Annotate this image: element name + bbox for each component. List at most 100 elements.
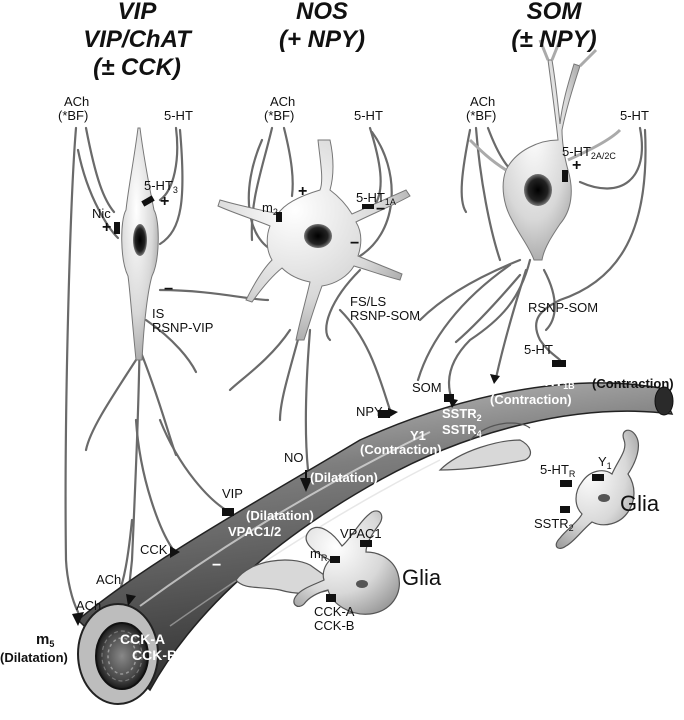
label-sstr2-glia: SSTR2 xyxy=(534,516,574,536)
label-y1-glia-sub: 1 xyxy=(606,461,612,471)
fiber-vip-upper-right xyxy=(144,318,198,374)
fiber-nos-branch1 xyxy=(228,328,292,392)
label-5ht-vessel: 5-HT xyxy=(524,342,553,357)
label-sstr4: SSTR4 xyxy=(442,422,482,442)
glia-left-cell xyxy=(293,510,400,615)
arrow-cck xyxy=(170,546,180,558)
sign-m2-plus: + xyxy=(298,183,308,200)
fiber-vip-branch-left xyxy=(84,358,138,452)
label-sstr2-glia-main: SSTR xyxy=(534,516,569,531)
blood-vessel xyxy=(76,382,674,705)
label-y1: Y1 xyxy=(410,428,426,443)
label-sstr2: SSTR2 xyxy=(442,406,482,426)
arrow-ach-2 xyxy=(126,594,136,606)
receptor-mr xyxy=(330,556,340,563)
label-y1-glia: Y1 xyxy=(598,454,612,474)
fiber-nos-branch3 xyxy=(325,268,362,342)
label-m2-sub: 2 xyxy=(272,207,278,217)
label-5ht-r: 5-HTR xyxy=(540,462,575,482)
vessel-lumen xyxy=(95,622,149,690)
label-cck-a-glia: CCK-A xyxy=(314,604,355,619)
label-sstr2-main: SSTR xyxy=(442,406,477,421)
fiber-ach-vip-branch xyxy=(76,148,120,240)
label-vpac12: VPAC1/2 xyxy=(228,524,282,539)
label-rsnp-som: RSNP-SOM xyxy=(528,300,599,315)
arrow-5ht-vessel xyxy=(490,374,500,384)
label-5ht-r-sub: R xyxy=(568,469,576,479)
sign-5ht1a-minus: − xyxy=(376,201,386,218)
label-bf-vip: (*BF) xyxy=(58,108,89,123)
header-som: SOM (± NPY) xyxy=(494,0,614,54)
sign-nos-5ht-minus: − xyxy=(350,235,360,252)
header-nos-line1: NOS xyxy=(295,0,348,25)
label-y1-effect: (Contraction) xyxy=(360,442,442,457)
receptor-sstr2-glia xyxy=(560,506,570,513)
receptor-y1 xyxy=(378,410,390,418)
label-ach-nos: ACh xyxy=(270,94,296,109)
label-ach-vip: ACh xyxy=(64,94,90,109)
receptor-5ht1a xyxy=(362,204,374,209)
label-mr-sub: R xyxy=(320,553,328,563)
fiber-nos-axon-no xyxy=(304,328,312,472)
fiber-vip-to-vpac xyxy=(158,418,228,512)
receptor-vpac1 xyxy=(360,540,372,547)
header-vip-line2: VIP/ChAT xyxy=(83,26,191,53)
sign-nic-plus: + xyxy=(102,219,112,236)
label-5ht3-sub: 3 xyxy=(172,185,178,195)
label-sstr4-main: SSTR xyxy=(442,422,477,437)
header-nos-line2: (+ NPY) xyxy=(278,26,365,53)
arrow-ach-m5 xyxy=(72,612,84,626)
label-cck-transmitter: CCK xyxy=(140,542,168,557)
fiber-5ht-vip-down xyxy=(158,128,184,246)
fiber-som-branch-2 xyxy=(542,268,556,332)
label-cck-a-vessel: CCK-A xyxy=(120,631,166,647)
receptor-m2 xyxy=(276,212,282,222)
fiber-nos-axon-npy xyxy=(338,308,392,412)
fiber-ach-som-2 xyxy=(460,128,472,214)
fiber-ach-vip-right xyxy=(84,126,116,214)
label-vip-transmitter: VIP xyxy=(222,486,243,501)
vessel-far-end xyxy=(654,386,674,416)
receptor-ht-r xyxy=(560,480,572,487)
fiber-vip-cck xyxy=(134,418,174,550)
label-cck-b-glia: CCK-B xyxy=(314,618,355,633)
fiber-nos-branch2 xyxy=(278,330,302,422)
label-m5-effect: (Dilatation) xyxy=(0,650,68,665)
label-5ht-som: 5-HT xyxy=(620,108,649,123)
label-cck-b-vessel: CCK-B xyxy=(132,647,178,663)
fiber-nos-to-vip xyxy=(158,288,270,302)
receptor-cck-glia xyxy=(326,594,336,602)
header-vip: VIP VIP/ChAT (± CCK) xyxy=(62,0,212,82)
label-5ht1a-main: 5-HT xyxy=(356,190,385,205)
fiber-ach-vip-long xyxy=(64,126,80,614)
label-mr-main: m xyxy=(310,546,321,561)
label-vip-effect: (Dilatation) xyxy=(246,508,314,523)
label-m5: m5 xyxy=(36,632,54,652)
fiber-som-branch-4 xyxy=(454,273,522,344)
label-5ht1b-effect: (Contraction) xyxy=(592,376,674,391)
label-5ht1a: 5-HT1A xyxy=(356,190,396,210)
fiber-5ht-vip xyxy=(158,126,179,202)
nos-neuron xyxy=(217,139,411,341)
label-is: IS xyxy=(152,306,165,321)
label-ach-transmitter-a: ACh xyxy=(76,598,102,613)
label-ach-transmitter-b: ACh xyxy=(96,572,122,587)
sign-5ht2-plus: + xyxy=(572,157,582,174)
receptor-markers xyxy=(72,170,604,626)
label-5ht2: 5-HT2A/2C xyxy=(562,144,616,164)
label-rsnp-vip: RSNP-VIP xyxy=(152,320,214,335)
fiber-5ht-som-2 xyxy=(534,128,647,362)
label-sstr-effect: (Contraction) xyxy=(490,392,572,407)
label-no: NO xyxy=(284,450,304,465)
label-npy: NPY xyxy=(356,404,383,419)
receptor-ht1b xyxy=(552,360,566,367)
receptor-5ht3 xyxy=(141,195,155,207)
fiber-som-axon-2 xyxy=(494,268,528,380)
label-sstr2-glia-sub: 2 xyxy=(568,523,574,533)
receptor-vpac12 xyxy=(222,508,234,516)
label-som-transmitter: SOM xyxy=(412,380,442,395)
vip-neuron xyxy=(121,127,159,361)
label-rsnp-som-nos: RSNP-SOM xyxy=(350,308,421,323)
glia-right-cell xyxy=(555,429,640,550)
